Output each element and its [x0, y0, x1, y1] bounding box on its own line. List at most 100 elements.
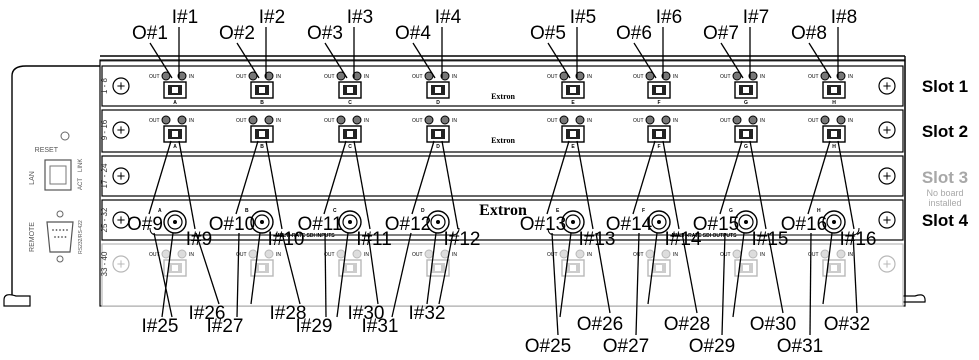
leader-line: [438, 232, 454, 305]
rs232-pin: [55, 229, 58, 231]
rs232-pin: [57, 236, 60, 238]
out-text: OUT: [547, 118, 558, 124]
bnc-pin: [657, 220, 661, 224]
callout-label: O#2: [219, 23, 255, 44]
callout-label: I#2: [259, 7, 285, 28]
led-in-icon: [575, 71, 585, 81]
out-text: OUT: [324, 118, 335, 124]
led-in-icon: [836, 71, 846, 81]
sfp-port-center: [172, 131, 178, 137]
in-text: IN: [587, 118, 592, 124]
sfp-port-center: [831, 265, 837, 271]
callout-label: I#25: [142, 316, 179, 337]
slot-label: Slot 1: [922, 77, 968, 96]
led-in-icon: [264, 71, 274, 81]
callout-label: I#31: [362, 316, 399, 337]
slot-plate: [101, 109, 904, 153]
in-text: IN: [673, 118, 678, 124]
led-out-icon: [820, 249, 830, 259]
callout-label: I#7: [743, 7, 769, 28]
callout-label: O#25: [525, 336, 571, 357]
led-out-icon: [424, 115, 434, 125]
led-in-icon: [352, 249, 362, 259]
slot-plate: [101, 243, 904, 307]
in-text: IN: [276, 118, 281, 124]
row-range-label: 9 - 16: [100, 119, 109, 140]
lan-label: LAN: [29, 171, 36, 185]
port-letter: A: [158, 208, 162, 214]
leader-line: [149, 42, 173, 79]
leader-line: [265, 140, 283, 230]
leader-line: [662, 140, 680, 230]
leader-line: [235, 140, 259, 215]
port-letter: B: [245, 208, 249, 214]
port-letter: D: [436, 100, 440, 106]
reset-button-icon: [60, 131, 70, 141]
leader-line: [547, 42, 571, 79]
led-in-icon: [264, 115, 274, 125]
callout-label: O#29: [689, 336, 735, 357]
leader-line: [195, 232, 220, 305]
port-letter: C: [333, 208, 337, 214]
callout-label: I#14: [665, 229, 702, 250]
remote-label: REMOTE: [29, 222, 36, 252]
out-text: OUT: [720, 118, 731, 124]
led-in-icon: [440, 71, 450, 81]
callout-label: O#3: [307, 23, 343, 44]
callout-label: I#9: [186, 229, 212, 250]
callout-label: I#13: [579, 229, 616, 250]
leader-line: [391, 232, 412, 318]
leader-line: [559, 232, 572, 318]
led-in-icon: [661, 115, 671, 125]
led-in-icon: [661, 71, 671, 81]
screw-slot: [883, 126, 891, 134]
leader-line: [807, 140, 831, 215]
leader-line: [837, 140, 855, 230]
led-in-icon: [440, 115, 450, 125]
callout-label: O#16: [781, 214, 827, 235]
in-text: IN: [760, 252, 765, 258]
out-text: OUT: [808, 252, 819, 258]
leader-line: [732, 232, 745, 318]
bnc-pin: [348, 220, 352, 224]
callout-label: O#9: [127, 214, 163, 235]
port-letter: E: [571, 144, 575, 150]
callout-label: I#4: [435, 7, 462, 28]
in-text: IN: [760, 74, 765, 80]
in-text: IN: [673, 252, 678, 258]
led-in-icon: [177, 249, 187, 259]
leader-line: [551, 232, 559, 336]
out-text: OUT: [324, 74, 335, 80]
in-text: IN: [452, 118, 457, 124]
leader-line: [178, 140, 196, 230]
rs232-pin: [62, 229, 65, 231]
leader-line: [633, 42, 657, 79]
brand-logo-small: Extron: [491, 136, 515, 145]
in-text: IN: [848, 252, 853, 258]
in-text: IN: [587, 74, 592, 80]
leader-line: [635, 232, 640, 336]
led-in-icon: [264, 249, 274, 259]
port-letter: E: [556, 208, 560, 214]
slot3-note-line1: No board: [926, 188, 963, 198]
callout-label: I#29: [296, 316, 333, 337]
sfp-port-center: [347, 87, 353, 93]
leader-line: [767, 232, 784, 314]
sfp-port-center: [656, 265, 662, 271]
led-in-icon: [575, 249, 585, 259]
sdi-outputs-label: MULTI-RATE SDI OUTPUTS: [672, 233, 737, 239]
port-letter: F: [657, 100, 660, 106]
leader-line: [719, 140, 743, 215]
leader-line: [153, 232, 173, 318]
leader-line: [411, 140, 435, 215]
leader-line: [236, 42, 260, 79]
sfp-port-center: [570, 87, 576, 93]
out-text: OUT: [149, 118, 160, 124]
sfp-port-center: [831, 131, 837, 137]
in-text: IN: [364, 74, 369, 80]
port-letter: C: [348, 100, 352, 106]
row-range-label: 1 - 8: [100, 77, 109, 94]
callout-leader-lines: [148, 27, 858, 336]
